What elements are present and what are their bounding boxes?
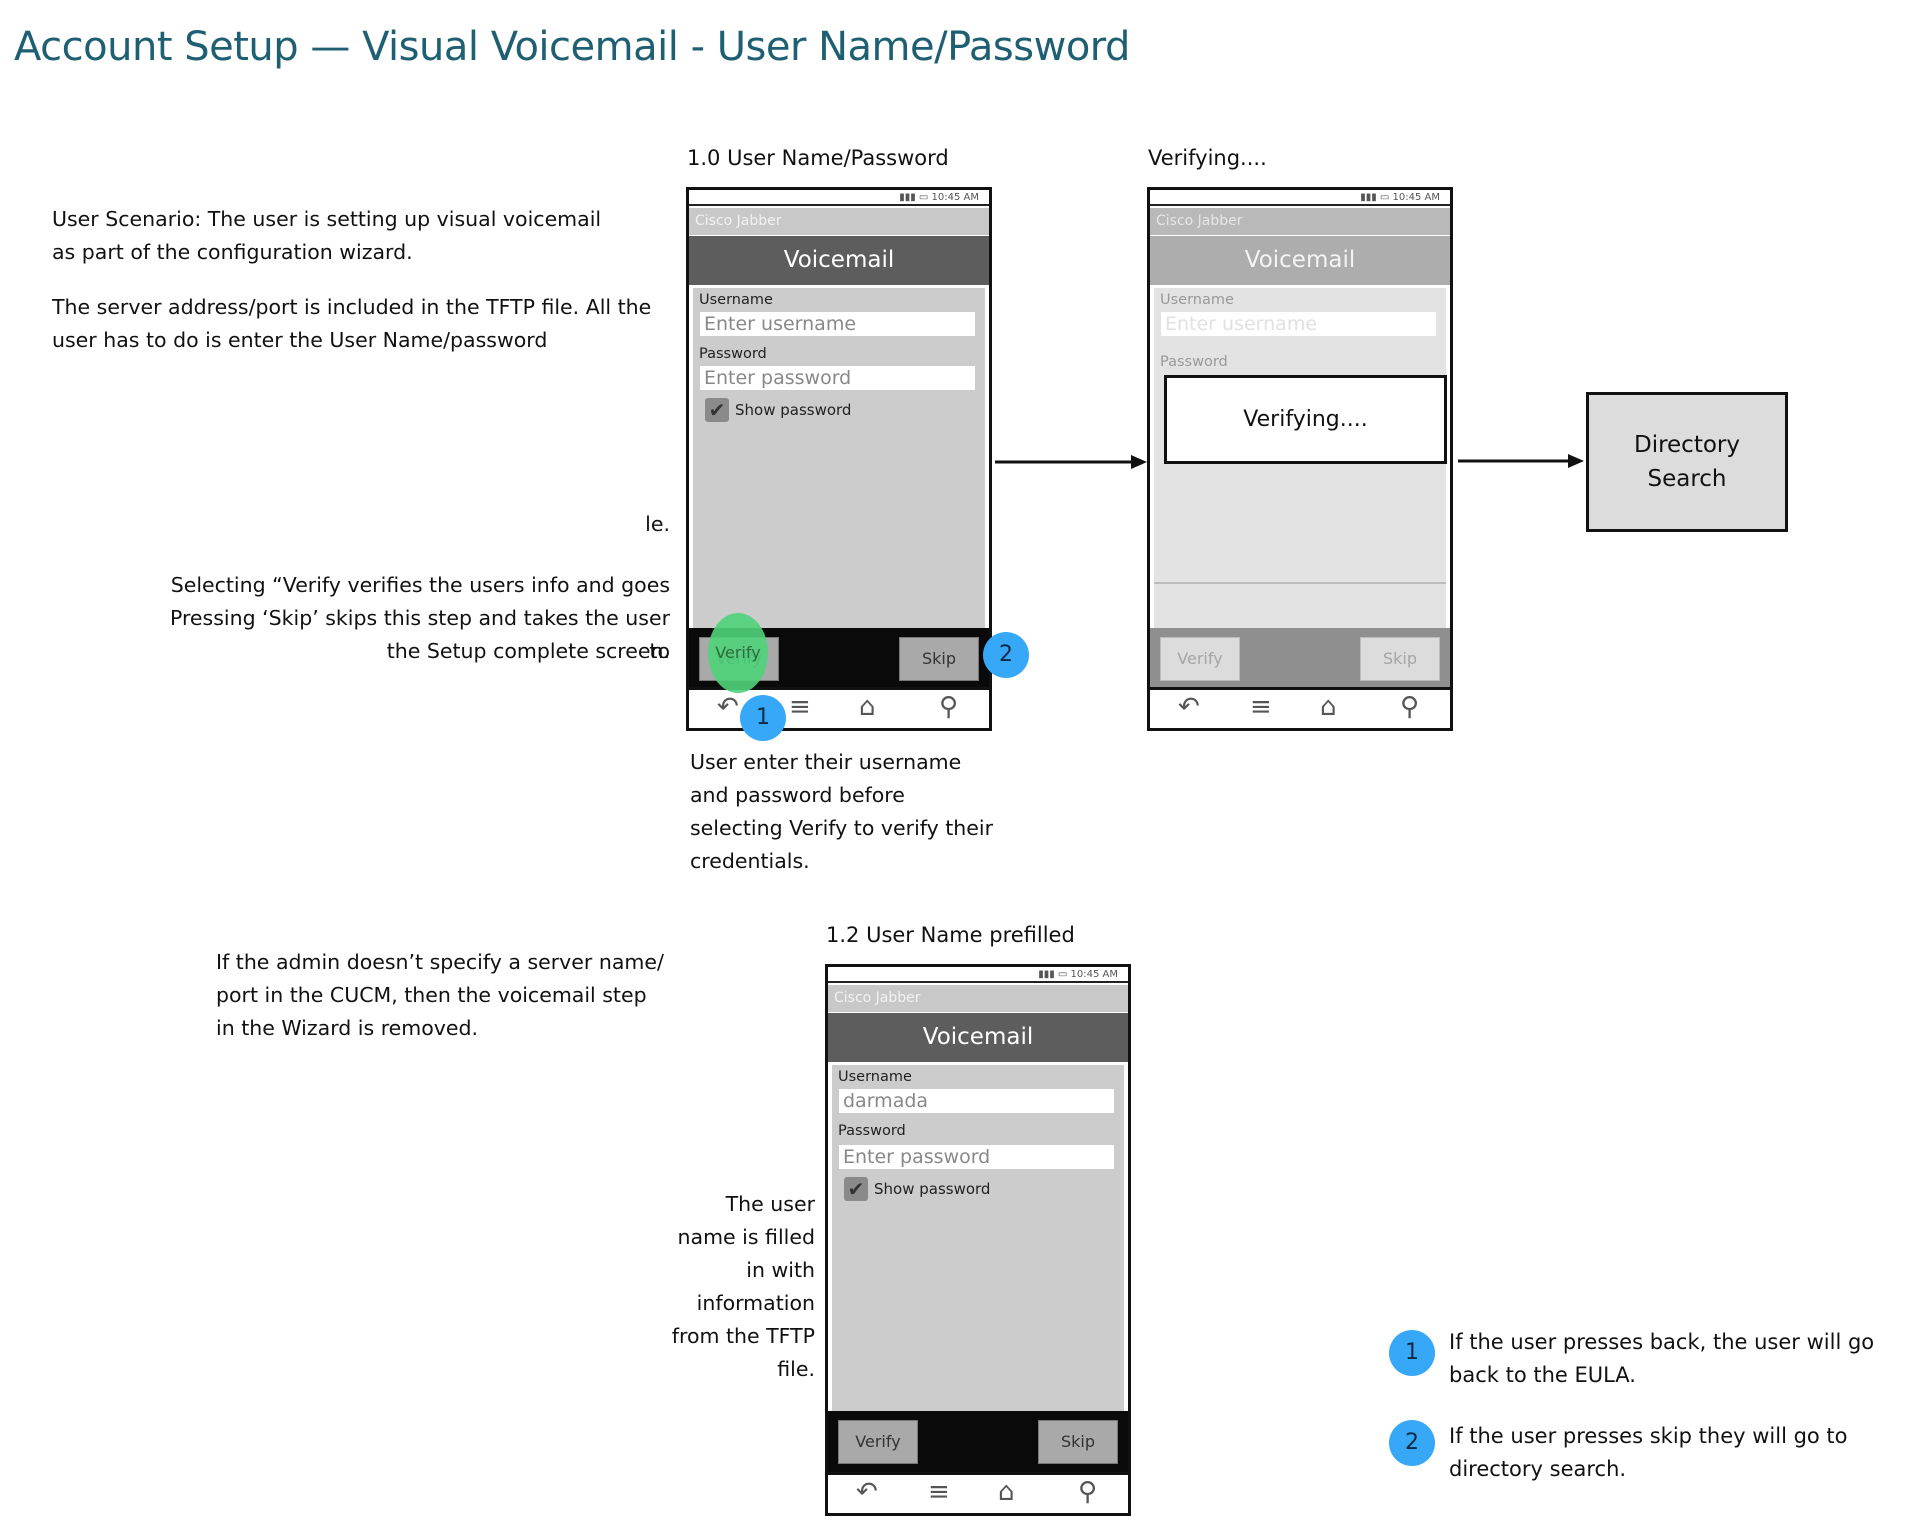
back-icon[interactable]: ↶: [856, 1477, 878, 1507]
directory-line-2: Search: [1647, 466, 1727, 492]
password-field[interactable]: Enter password: [839, 1145, 1114, 1169]
password-field[interactable]: Enter password: [700, 366, 975, 390]
battery-icon: ▭: [1379, 192, 1390, 203]
verify-button[interactable]: Verify: [838, 1420, 918, 1464]
legend-text-1: If the user presses back, the user will …: [1449, 1330, 1875, 1387]
status-time: 10:45 AM: [1070, 969, 1118, 980]
menu-icon: ≡: [1250, 692, 1272, 722]
status-bar: ▮▮▮ ▭ 10:45 AM: [828, 967, 1128, 983]
status-bar: ▮▮▮ ▭ 10:45 AM: [689, 190, 989, 206]
form-body: Username Enter username Password Verifyi…: [1154, 288, 1447, 628]
verify-button-overlay-label: Verify: [715, 643, 761, 662]
arrow-to-verifying: [995, 455, 1147, 469]
username-field: Enter username: [1161, 312, 1436, 336]
skip-button: Skip: [1360, 637, 1440, 681]
username-field[interactable]: darmada: [839, 1089, 1114, 1113]
home-icon[interactable]: ⌂: [998, 1477, 1015, 1507]
menu-icon[interactable]: ≡: [789, 692, 811, 722]
form-body: Username darmada Password Enter password…: [832, 1065, 1124, 1411]
verify-note: Selecting “Verify verifies the users inf…: [170, 573, 670, 597]
app-name: Cisco Jabber: [828, 985, 1128, 1012]
app-name: Cisco Jabber: [1150, 208, 1450, 235]
screen-header: Voicemail: [689, 236, 989, 285]
marker-2: 2: [983, 632, 1029, 678]
directory-line-1: Directory: [1633, 432, 1740, 458]
page-title: Account Setup — Visual Voicemail - User …: [14, 24, 1130, 70]
battery-icon: ▭: [918, 192, 929, 203]
back-icon[interactable]: ↶: [717, 692, 739, 722]
home-icon[interactable]: ⌂: [859, 692, 876, 722]
battery-icon: ▭: [1057, 969, 1068, 980]
username-field[interactable]: Enter username: [700, 312, 975, 336]
search-icon[interactable]: ⚲: [939, 692, 959, 722]
nav-bar: ↶ ≡ ⌂ ⚲: [1150, 687, 1450, 728]
screen1-caption: 1.0 User Name/Password: [687, 146, 949, 170]
search-icon[interactable]: ⚲: [1078, 1477, 1098, 1507]
password-label: Password: [1160, 354, 1228, 370]
screen3-caption: 1.2 User Name prefilled: [826, 923, 1075, 947]
password-label: Password: [699, 346, 767, 362]
legend-marker-2: 2: [1389, 1420, 1435, 1466]
verify-button: Verify: [1160, 637, 1240, 681]
username-label: Username: [699, 292, 773, 308]
show-password-label: Show password: [735, 401, 852, 419]
menu-icon[interactable]: ≡: [928, 1477, 950, 1507]
legend-marker-1: 1: [1389, 1330, 1435, 1376]
admin-note: If the admin doesn’t specify a server na…: [216, 950, 664, 1040]
search-icon: ⚲: [1400, 692, 1420, 722]
screen-header: Voicemail: [1150, 236, 1450, 285]
directory-search-box: Directory Search: [1586, 392, 1788, 532]
signal-icon: ▮▮▮: [1360, 192, 1377, 203]
screen2-caption: Verifying....: [1148, 146, 1267, 170]
checkmark-icon[interactable]: ✔: [705, 398, 729, 422]
verifying-dialog: Verifying....: [1164, 375, 1447, 464]
phone-screen-3: ▮▮▮ ▭ 10:45 AM Cisco Jabber Voicemail Us…: [825, 964, 1131, 1516]
nav-bar: ↶ ≡ ⌂ ⚲: [828, 1472, 1128, 1513]
skip-button[interactable]: Skip: [1038, 1420, 1118, 1464]
skip-note-2: the Setup complete screen.: [386, 639, 670, 663]
skip-note-1: Pressing ‘Skip’ skips this step and take…: [169, 606, 670, 663]
username-label: Username: [1160, 292, 1234, 308]
divider: [1154, 582, 1446, 584]
nav-bar: ↶ ≡ ⌂ ⚲: [689, 687, 989, 728]
checkmark-icon[interactable]: ✔: [844, 1177, 868, 1201]
status-time: 10:45 AM: [1392, 192, 1440, 203]
signal-icon: ▮▮▮: [1038, 969, 1055, 980]
screen1-description: User enter their username and password b…: [690, 750, 994, 873]
screen-header: Voicemail: [828, 1013, 1128, 1062]
verify-highlight: [708, 613, 768, 693]
fragment-note: le.: [645, 512, 670, 536]
prefill-note: The user name is filled in with informat…: [671, 1192, 815, 1381]
skip-button[interactable]: Skip: [899, 637, 979, 681]
phone-screen-2: ▮▮▮ ▭ 10:45 AM Cisco Jabber Voicemail Us…: [1147, 187, 1453, 731]
username-label: Username: [838, 1069, 912, 1085]
home-icon: ⌂: [1320, 692, 1337, 722]
back-icon: ↶: [1178, 692, 1200, 722]
legend-text-2: If the user presses skip they will go to…: [1449, 1424, 1848, 1481]
password-label: Password: [838, 1123, 906, 1139]
form-body: Username Enter username Password Enter p…: [693, 288, 985, 628]
app-name: Cisco Jabber: [689, 208, 989, 235]
action-bar: Verify Skip: [1150, 628, 1450, 693]
marker-1: 1: [740, 695, 786, 741]
scenario-note: User Scenario: The user is setting up vi…: [52, 207, 602, 264]
status-bar: ▮▮▮ ▭ 10:45 AM: [1150, 190, 1450, 206]
status-time: 10:45 AM: [931, 192, 979, 203]
show-password-label: Show password: [874, 1180, 991, 1198]
arrow-to-directory: [1458, 454, 1584, 468]
server-note: The server address/port is included in t…: [52, 295, 652, 352]
signal-icon: ▮▮▮: [899, 192, 916, 203]
action-bar: Verify Skip: [828, 1411, 1128, 1476]
